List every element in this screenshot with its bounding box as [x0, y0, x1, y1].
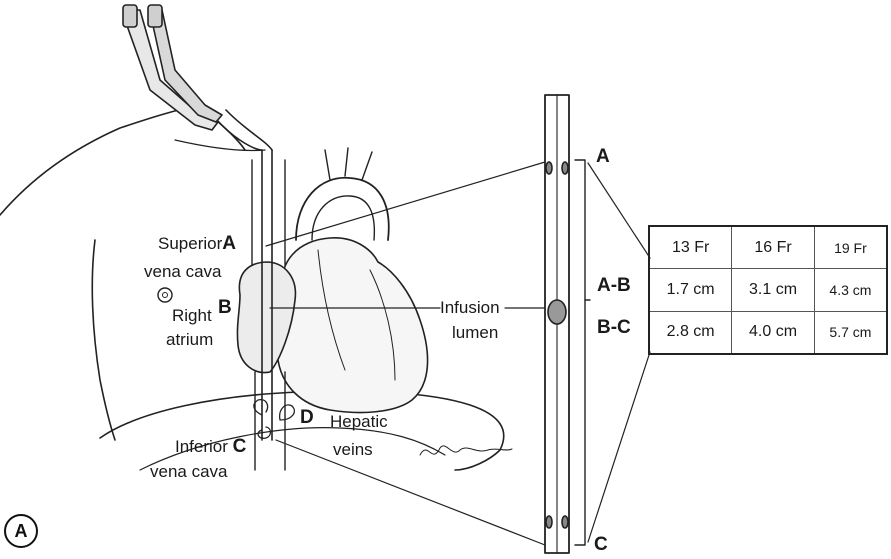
shoulder-outline [91, 239, 116, 441]
superior-vena-cava [251, 159, 286, 266]
header-16fr: 16 Fr [731, 227, 815, 270]
point-c-label: C [232, 436, 247, 457]
table-leader-bottom [587, 351, 651, 543]
cell-ab-13: 1.7 cm [650, 268, 733, 312]
header-13fr: 13 Fr [650, 227, 733, 270]
label-superior: SuperiorA [158, 234, 236, 253]
side-hole-a [545, 161, 553, 175]
table-header-row: 13 Fr 16 Fr 19 Fr [650, 227, 886, 270]
cell-ab-19: 4.3 cm [813, 268, 886, 312]
catheter-point-a: A [596, 146, 610, 167]
label-inferior: Inferior C [175, 437, 246, 456]
hepatic-veins [253, 399, 295, 439]
table-leader-top [587, 162, 651, 259]
catheter-in-vessel [261, 149, 273, 441]
cell-ab-16: 3.1 cm [731, 268, 815, 312]
label-right: Right [172, 306, 212, 325]
heart [275, 237, 429, 414]
point-d-label: D [300, 407, 314, 428]
liver-edge [139, 427, 446, 471]
leader-inferior [275, 439, 546, 546]
label-atrium: atrium [166, 330, 214, 349]
catheter-spec-table: 13 Fr 16 Fr 19 Fr 1.7 cm 3.1 cm 4.3 cm 2… [648, 225, 888, 355]
cell-bc-13: 2.8 cm [650, 310, 733, 353]
clavicle [174, 139, 266, 152]
panel-label: A [4, 514, 38, 548]
nipple [157, 287, 173, 303]
side-hole-c [545, 515, 553, 529]
superior-text: Superior [158, 234, 223, 253]
label-veins: veins [333, 440, 373, 459]
cell-bc-19: 5.7 cm [813, 310, 886, 353]
dimension-bracket [574, 159, 586, 546]
label-vena-cava: vena cava [144, 262, 222, 281]
row-label-bc: B-C [597, 317, 631, 338]
row-label-ab: A-B [597, 275, 631, 296]
table-row: 2.8 cm 4.0 cm 5.7 cm [650, 310, 886, 353]
right-atrium [236, 261, 297, 374]
diaphragm [99, 390, 505, 471]
torso-outline [0, 104, 201, 216]
catheter-hub [124, 9, 219, 131]
inferior-vena-cava [254, 371, 286, 471]
infusion-port [547, 299, 567, 325]
table-row: 1.7 cm 3.1 cm 4.3 cm [650, 268, 886, 312]
point-a-label: A [222, 233, 236, 254]
point-b-label: B [218, 297, 232, 318]
signature [419, 445, 513, 456]
label-hepatic: Hepatic [330, 412, 388, 431]
spec-table: 13 Fr 16 Fr 19 Fr 1.7 cm 3.1 cm 4.3 cm 2… [650, 227, 886, 353]
inferior-text: Inferior [175, 437, 228, 456]
header-19fr: 19 Fr [813, 227, 886, 270]
label-lumen: lumen [452, 323, 499, 342]
cell-bc-16: 4.0 cm [731, 310, 815, 353]
catheter-point-c: C [594, 534, 608, 555]
leader-superior [265, 161, 546, 247]
label-inferior-vena-cava: vena cava [150, 462, 228, 481]
label-infusion: Infusion [440, 298, 500, 317]
